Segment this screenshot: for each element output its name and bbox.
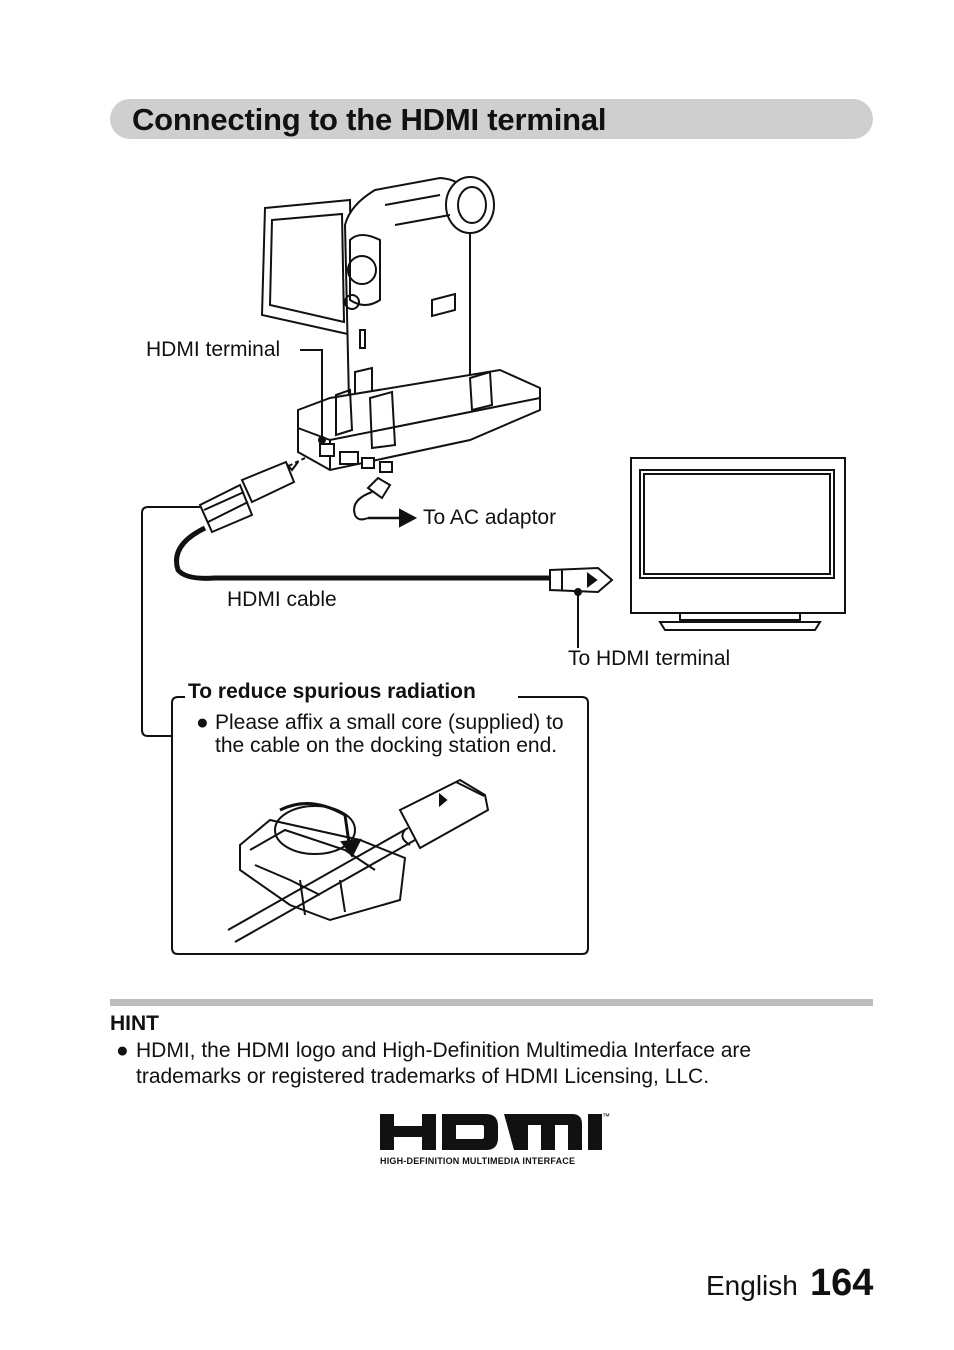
hdmi-cable-illustration	[174, 457, 614, 594]
bullet-icon: ●	[196, 711, 209, 734]
callout-text: Please affix a small core (supplied) to …	[215, 711, 564, 757]
section-title: Connecting to the HDMI terminal	[132, 102, 607, 137]
bullet-icon: ●	[116, 1039, 129, 1062]
logo-tagline: HIGH-DEFINITION MULTIMEDIA INTERFACE	[380, 1156, 576, 1166]
section-title-bar: Connecting to the HDMI terminal	[110, 99, 873, 139]
hint-divider	[110, 999, 873, 1006]
callout-list-item: ● Please affix a small core (supplied) t…	[196, 711, 576, 757]
hint-text: HDMI, the HDMI logo and High-Definition …	[136, 1039, 752, 1088]
hdmi-terminal-label: HDMI terminal	[146, 338, 281, 361]
hint-list-item: ● HDMI, the HDMI logo and High-Definitio…	[116, 1038, 836, 1090]
logo-trademark: ™	[602, 1112, 610, 1121]
hdmi-logo: ™	[380, 1112, 610, 1150]
callout-frame	[171, 696, 589, 955]
ac-adaptor-label: To AC adaptor	[423, 506, 557, 529]
ac-adaptor-plug-illustration	[353, 476, 418, 528]
docking-station-illustration	[297, 368, 541, 473]
callout-title: To reduce spurious radiation	[188, 680, 480, 704]
callout-bracket	[141, 506, 200, 737]
camcorder-illustration	[343, 176, 495, 446]
connection-diagram	[141, 176, 846, 955]
hdmi-terminal-leader	[300, 349, 323, 440]
ferrite-core-illustration	[227, 778, 490, 943]
camcorder-lcd-illustration	[260, 198, 354, 337]
to-hdmi-terminal-label: To HDMI terminal	[568, 647, 731, 670]
television-illustration	[630, 457, 846, 631]
footer-language: English	[706, 1270, 798, 1301]
hint-title: HINT	[110, 1012, 159, 1035]
page-number: 164	[810, 1262, 874, 1304]
hdmi-cable-label: HDMI cable	[227, 588, 337, 611]
